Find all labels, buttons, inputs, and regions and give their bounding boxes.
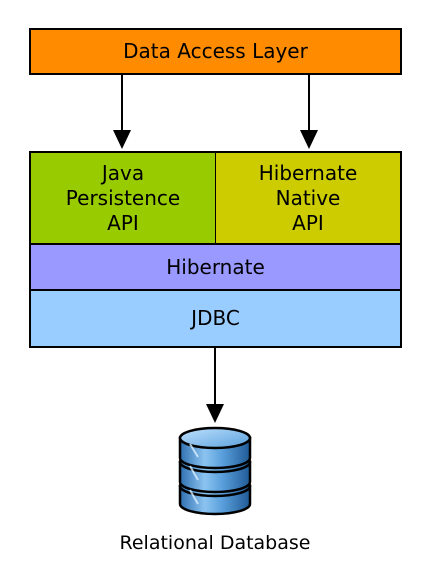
arrow-dal-to-hibernate-native: [300, 75, 318, 149]
data-access-layer-box: Data Access Layer: [29, 28, 402, 75]
jdbc-label: JDBC: [191, 306, 240, 330]
database-label: Relational Database: [119, 532, 311, 554]
jdbc-box: JDBC: [29, 289, 402, 348]
jpa-label: Java Persistence API: [65, 160, 181, 235]
data-access-layer-label: Data Access Layer: [123, 39, 308, 63]
hibernate-native-api-label: Hibernate Native API: [258, 160, 358, 235]
arrow-dal-to-jpa: [113, 75, 131, 149]
hibernate-box: Hibernate: [29, 243, 402, 291]
jpa-box: Java Persistence API: [29, 151, 216, 245]
arrow-jdbc-to-database: [206, 348, 224, 423]
database-icon: [178, 426, 252, 516]
hibernate-label: Hibernate: [166, 254, 265, 279]
